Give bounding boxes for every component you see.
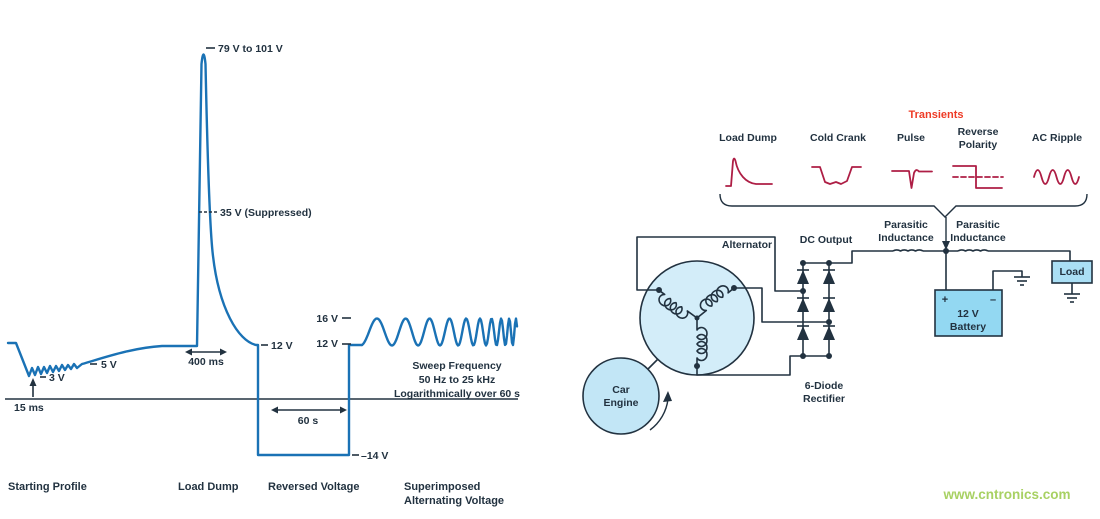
svg-text:Inductance: Inductance bbox=[950, 232, 1006, 244]
three-volt-label: 3 V bbox=[49, 372, 65, 384]
phase-wire-1 bbox=[636, 236, 803, 292]
transient-load-dump-label: Load Dump bbox=[719, 132, 777, 144]
four-hundred-ms-arrow bbox=[185, 348, 227, 356]
sweep-frequency-caption: Sweep Frequency 50 Hz to 25 kHz Logarith… bbox=[394, 360, 520, 400]
engine-alternator-link bbox=[647, 358, 659, 370]
twelve-volt-right-label: 12 V bbox=[316, 338, 338, 350]
ground-icon bbox=[1014, 276, 1030, 286]
sixteen-volt-label: 16 V bbox=[316, 313, 338, 325]
alternator-label: Alternator bbox=[722, 239, 772, 251]
parasitic-inductor-icon-2 bbox=[957, 249, 989, 252]
svg-text:Engine: Engine bbox=[603, 397, 638, 409]
transients-brace bbox=[719, 193, 1088, 218]
section-superimposed-alternating-voltage: Superimposed Alternating Voltage bbox=[404, 481, 504, 507]
transient-ac-ripple-label: AC Ripple bbox=[1032, 132, 1082, 144]
voltage-profile-plot: 79 V to 101 V 35 V (Suppressed) 5 V 3 V … bbox=[5, 43, 520, 507]
transients-title: Transients bbox=[908, 109, 963, 121]
suppressed-voltage-label: 35 V (Suppressed) bbox=[220, 207, 312, 219]
svg-text:Logarithmically over 60 s: Logarithmically over 60 s bbox=[394, 388, 520, 400]
rectifier-label: 6-Diode Rectifier bbox=[803, 380, 845, 405]
engine-rotation-arrow bbox=[649, 391, 672, 431]
five-volt-label: 5 V bbox=[101, 359, 117, 371]
svg-text:Alternating Voltage: Alternating Voltage bbox=[404, 495, 504, 507]
fifteen-ms-label: 15 ms bbox=[14, 402, 44, 414]
ac-ripple-wave-icon bbox=[1033, 169, 1080, 185]
svg-text:Polarity: Polarity bbox=[959, 139, 998, 151]
battery-minus-terminal: – bbox=[990, 294, 996, 306]
svg-text:Car: Car bbox=[612, 384, 630, 396]
svg-text:Reverse: Reverse bbox=[958, 126, 999, 138]
battery-ground-wire bbox=[992, 270, 1023, 290]
load-dump-wave-icon bbox=[725, 157, 773, 187]
svg-text:Inductance: Inductance bbox=[878, 232, 934, 244]
svg-text:Battery: Battery bbox=[950, 321, 986, 333]
svg-text:Sweep Frequency: Sweep Frequency bbox=[412, 360, 501, 372]
reverse-polarity-wave-icon bbox=[952, 165, 1004, 189]
transient-pulse-label: Pulse bbox=[897, 132, 925, 144]
battery-label: 12 V Battery bbox=[950, 308, 986, 333]
fifteen-ms-arrow bbox=[29, 378, 37, 397]
alternator-windings-icon bbox=[658, 285, 735, 365]
twelve-volt-mid-label: 12 V bbox=[271, 340, 293, 352]
phase-wire-2 bbox=[734, 287, 829, 323]
sixty-s-label: 60 s bbox=[298, 415, 319, 427]
section-load-dump: Load Dump bbox=[178, 481, 239, 493]
cold-crank-wave-icon bbox=[811, 166, 862, 185]
winding-center-node bbox=[694, 315, 700, 321]
pulse-wave-icon bbox=[891, 169, 933, 189]
transient-cold-crank-label: Cold Crank bbox=[810, 132, 866, 144]
svg-text:Parasitic: Parasitic bbox=[956, 219, 1000, 231]
section-reversed-voltage: Reversed Voltage bbox=[268, 481, 360, 493]
load-label: Load bbox=[1059, 266, 1084, 278]
neg-fourteen-volt-label: –14 V bbox=[361, 450, 388, 462]
svg-text:6-Diode: 6-Diode bbox=[805, 380, 844, 392]
peak-voltage-label: 79 V to 101 V bbox=[218, 43, 283, 55]
car-engine-label: Car Engine bbox=[603, 384, 638, 409]
dc-wire-to-load bbox=[988, 250, 1071, 261]
voltage-profile-waveform bbox=[6, 53, 364, 457]
battery-plus-terminal: + bbox=[942, 294, 948, 306]
ground-icon bbox=[1064, 293, 1080, 303]
parasitic-inductor-icon-1 bbox=[892, 249, 924, 252]
diode-icon bbox=[823, 269, 835, 340]
parasitic-inductance-label-1: Parasitic Inductance bbox=[878, 219, 934, 244]
sixty-s-arrow bbox=[271, 406, 347, 414]
svg-text:Rectifier: Rectifier bbox=[803, 393, 845, 405]
transient-reverse-polarity-label: Reverse Polarity bbox=[958, 126, 999, 151]
dc-output-label: DC Output bbox=[800, 234, 853, 246]
parasitic-inductance-label-2: Parasitic Inductance bbox=[950, 219, 1006, 244]
svg-text:Superimposed: Superimposed bbox=[404, 481, 480, 493]
diode-icon bbox=[797, 269, 809, 340]
battery-box bbox=[934, 289, 1003, 337]
six-diode-rectifier bbox=[797, 260, 835, 359]
automotive-circuit-schematic: Transients Load Dump Cold Crank Pulse Re… bbox=[582, 109, 1093, 435]
transients-injection-arrow bbox=[942, 217, 950, 250]
section-starting-profile: Starting Profile bbox=[8, 481, 87, 493]
watermark: www.cntronics.com bbox=[942, 487, 1070, 502]
svg-text:50 Hz to 25 kHz: 50 Hz to 25 kHz bbox=[419, 374, 495, 386]
dc-output-wire bbox=[829, 250, 893, 264]
svg-text:12 V: 12 V bbox=[957, 308, 979, 320]
car-engine-circle bbox=[582, 357, 660, 435]
sweep-frequency-waveform bbox=[360, 317, 519, 347]
four-hundred-ms-label: 400 ms bbox=[188, 356, 224, 368]
svg-text:Parasitic: Parasitic bbox=[884, 219, 928, 231]
phase-wire-3 bbox=[696, 355, 803, 376]
